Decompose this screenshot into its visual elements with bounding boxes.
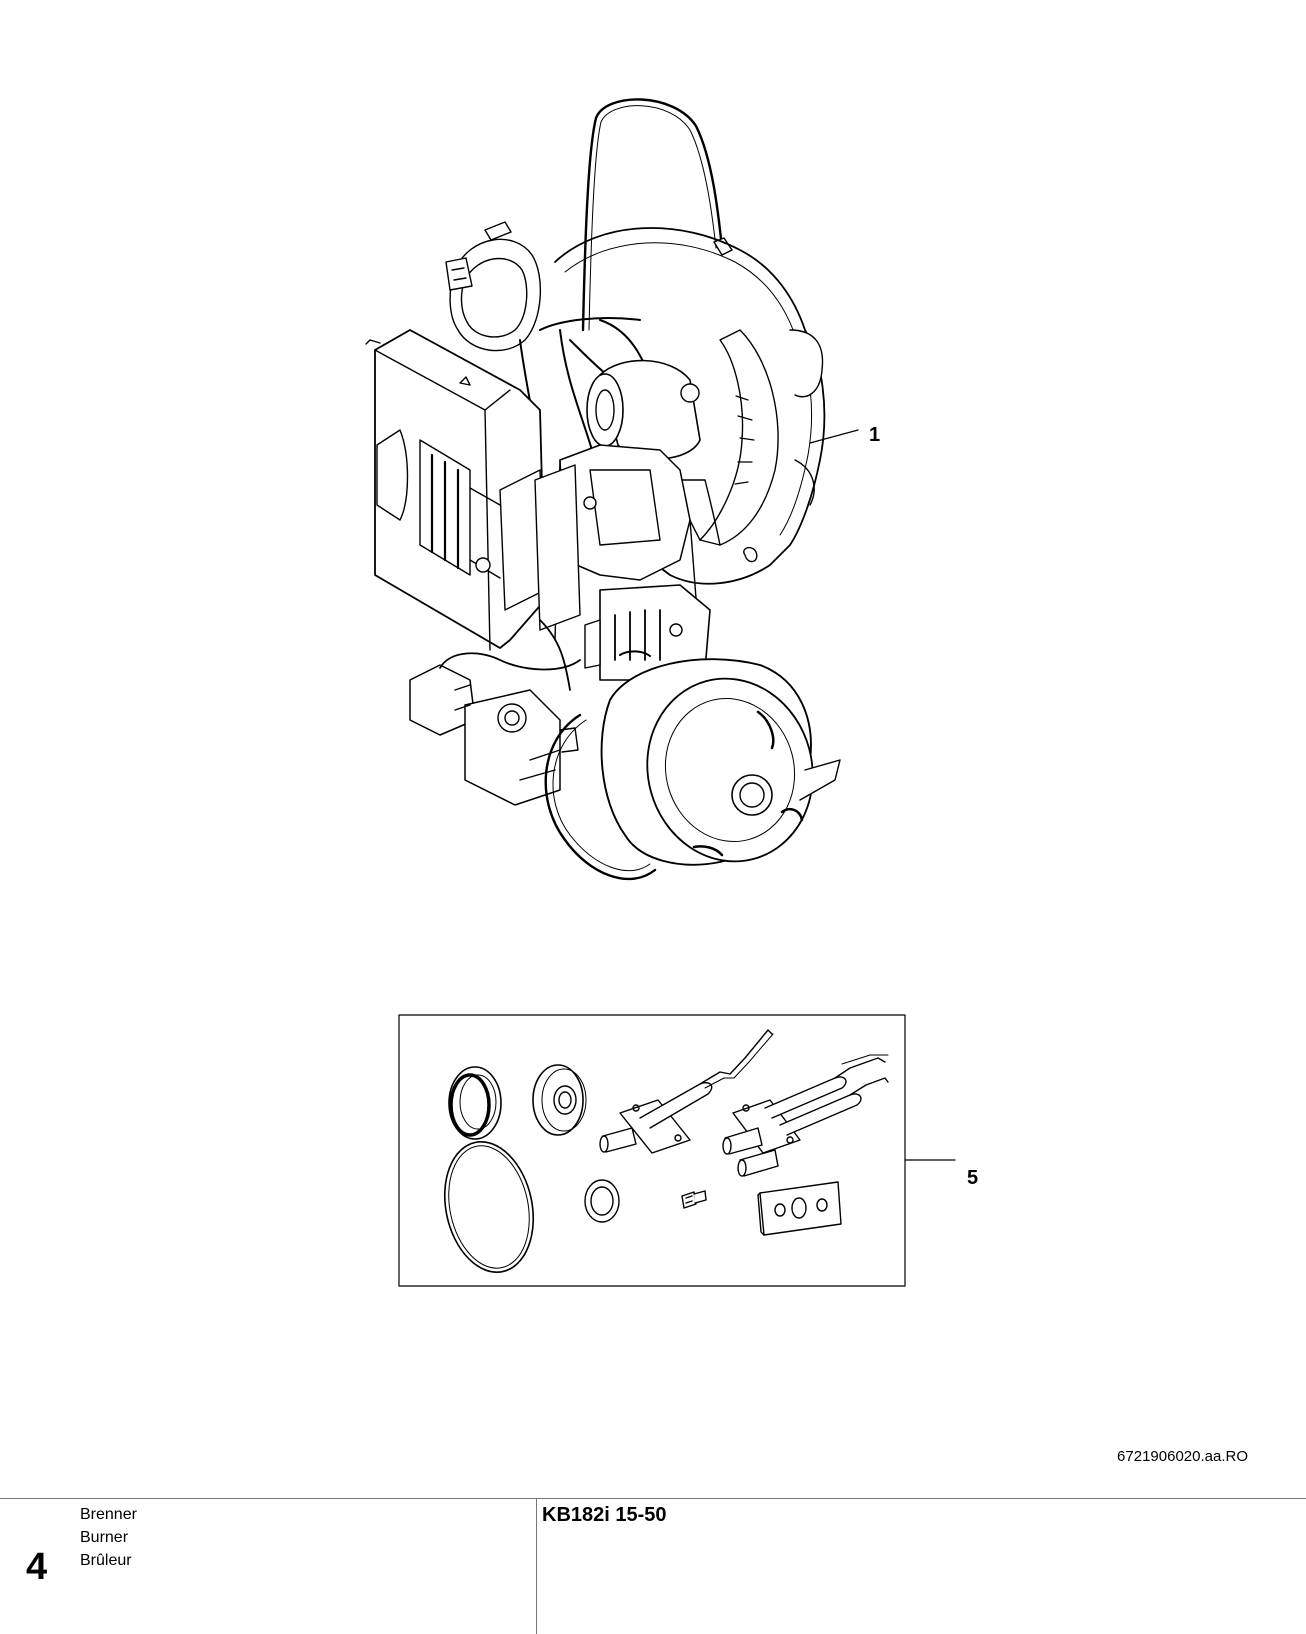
page-footer: 4 Brenner Burner Brûleur KB182i 15-50 — [0, 1498, 1306, 1634]
section-titles: Brenner Burner Brûleur — [80, 1503, 137, 1572]
service-kit-illustration — [398, 1014, 906, 1287]
section-title-de: Brenner — [80, 1506, 137, 1523]
section-title-fr: Brûleur — [80, 1552, 132, 1569]
section-title-en: Burner — [80, 1529, 129, 1546]
model-title: KB182i 15-50 — [542, 1504, 667, 1526]
footer-divider — [536, 1499, 537, 1634]
leader-line-1 — [809, 429, 859, 444]
callout-label-service-kit: 5 — [967, 1167, 979, 1189]
drawing-number: 6721906020.aa.RO — [1117, 1448, 1248, 1465]
burner-assembly-illustration — [365, 98, 841, 881]
page-number: 4 — [26, 1546, 48, 1588]
callout-label-main-assembly: 1 — [869, 424, 881, 446]
